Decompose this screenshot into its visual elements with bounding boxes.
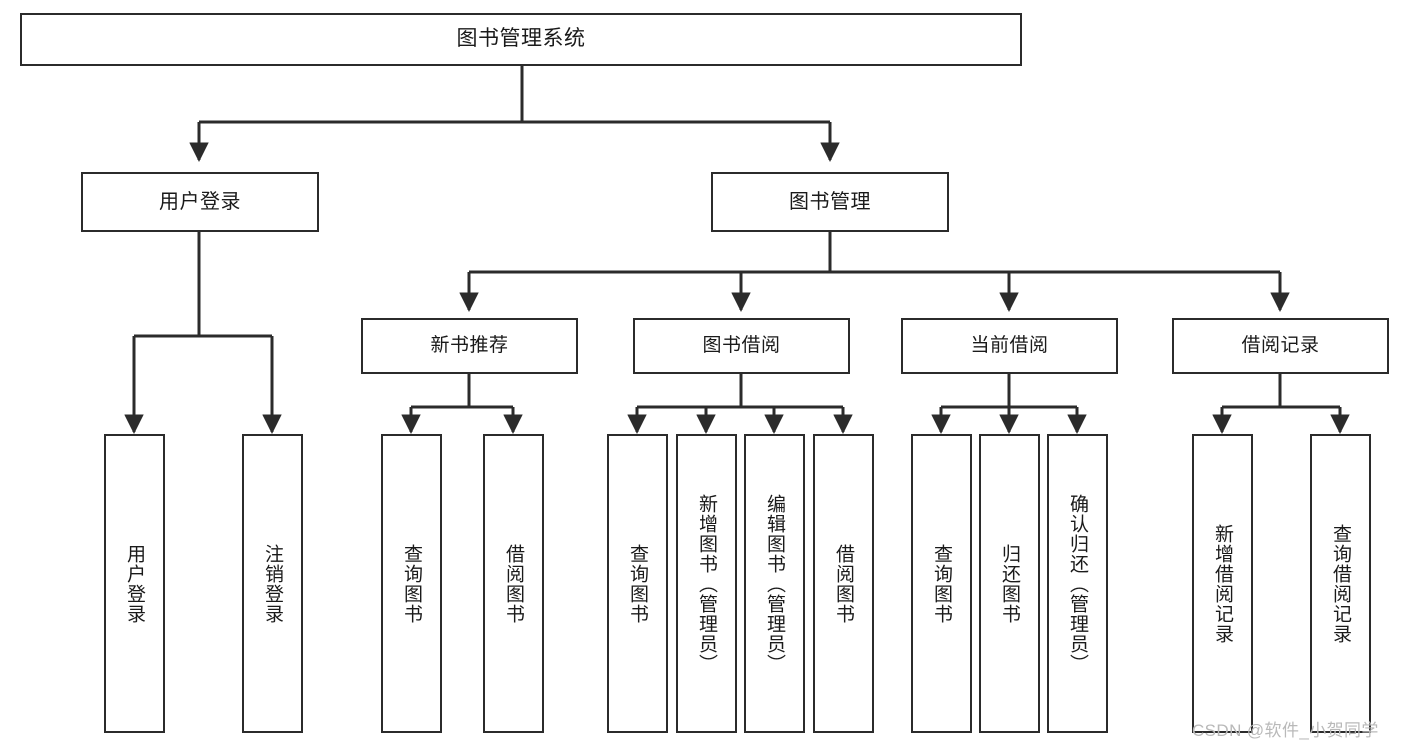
node-leaf-borrow-book[interactable]: 借阅图书	[813, 434, 874, 733]
node-leaf-user-login-label: 用户登录	[124, 543, 146, 624]
node-user-login-label: 用户登录	[159, 190, 241, 213]
node-leaf-add-borrow-record-label: 新增借阅记录	[1212, 523, 1234, 644]
node-leaf-query-book-recommend[interactable]: 查询图书	[381, 434, 442, 733]
node-leaf-logout-label: 注销登录	[262, 543, 284, 624]
node-leaf-borrow-book-recommend-label: 借阅图书	[503, 543, 525, 624]
node-user-login[interactable]: 用户登录	[81, 172, 319, 232]
csdn-watermark: CSDN @软件_小贺同学	[1192, 721, 1379, 740]
node-leaf-add-book[interactable]: 新增图书（管理员）	[676, 434, 737, 733]
node-leaf-edit-book[interactable]: 编辑图书（管理员）	[744, 434, 805, 733]
node-leaf-borrow-book-label: 借阅图书	[833, 543, 855, 624]
node-leaf-logout[interactable]: 注销登录	[242, 434, 303, 733]
node-leaf-query-book-label: 查询图书	[627, 543, 649, 624]
node-leaf-add-borrow-record[interactable]: 新增借阅记录	[1192, 434, 1253, 733]
node-leaf-return-book-label: 归还图书	[999, 543, 1021, 624]
node-book-management[interactable]: 图书管理	[711, 172, 949, 232]
node-leaf-confirm-return[interactable]: 确认归还（管理员）	[1047, 434, 1108, 733]
node-leaf-query-book-recommend-label: 查询图书	[401, 543, 423, 624]
node-leaf-return-book[interactable]: 归还图书	[979, 434, 1040, 733]
node-current-borrow[interactable]: 当前借阅	[901, 318, 1118, 374]
node-book-borrow[interactable]: 图书借阅	[633, 318, 850, 374]
node-leaf-borrow-book-recommend[interactable]: 借阅图书	[483, 434, 544, 733]
node-current-borrow-label: 当前借阅	[970, 335, 1049, 357]
node-leaf-query-book-current[interactable]: 查询图书	[911, 434, 972, 733]
node-leaf-query-borrow-record-label: 查询借阅记录	[1330, 523, 1352, 644]
node-leaf-user-login[interactable]: 用户登录	[104, 434, 165, 733]
node-borrow-record[interactable]: 借阅记录	[1172, 318, 1389, 374]
node-new-book-recommend-label: 新书推荐	[430, 335, 509, 357]
node-leaf-query-borrow-record[interactable]: 查询借阅记录	[1310, 434, 1371, 733]
node-new-book-recommend[interactable]: 新书推荐	[361, 318, 578, 374]
node-root-system[interactable]: 图书管理系统	[20, 13, 1022, 66]
node-root-system-label: 图书管理系统	[456, 27, 586, 51]
node-book-borrow-label: 图书借阅	[702, 335, 781, 357]
node-book-management-label: 图书管理	[789, 190, 871, 213]
node-leaf-query-book[interactable]: 查询图书	[607, 434, 668, 733]
node-borrow-record-label: 借阅记录	[1241, 335, 1320, 357]
node-leaf-edit-book-label: 编辑图书（管理员）	[764, 493, 786, 674]
node-leaf-confirm-return-label: 确认归还（管理员）	[1067, 493, 1089, 674]
node-leaf-add-book-label: 新增图书（管理员）	[696, 493, 718, 674]
node-leaf-query-book-current-label: 查询图书	[931, 543, 953, 624]
